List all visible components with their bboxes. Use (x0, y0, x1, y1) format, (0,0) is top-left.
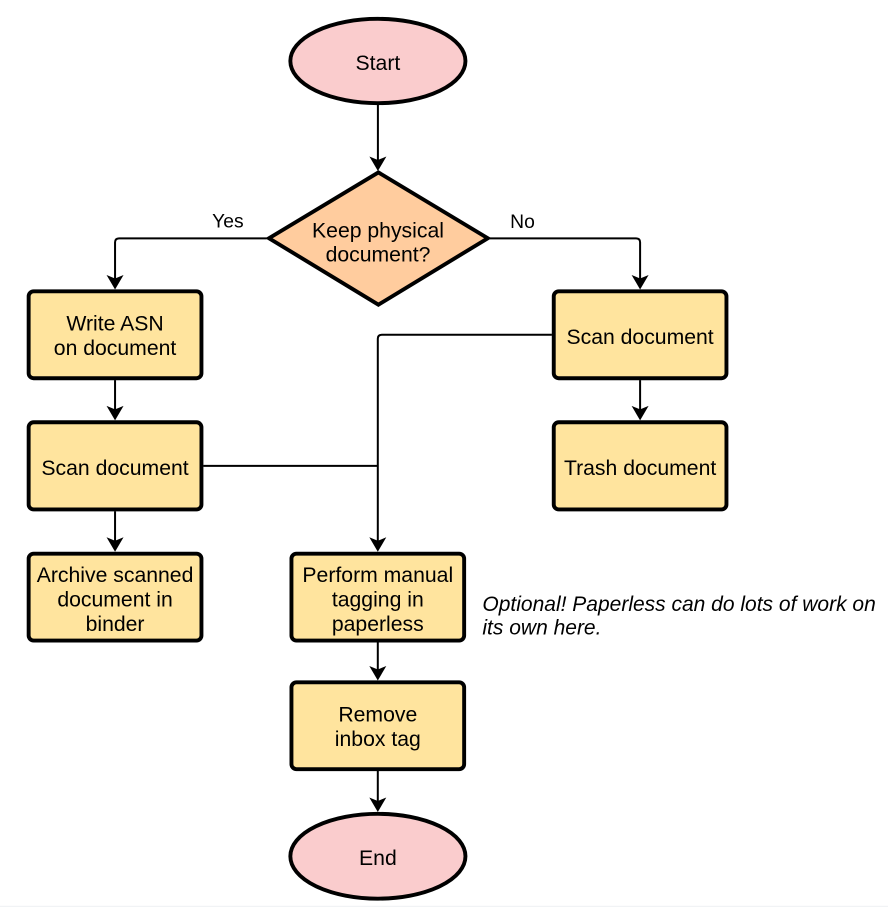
svg-text:Scan document: Scan document (566, 326, 713, 349)
svg-text:on document: on document (54, 337, 177, 360)
svg-text:tagging in: tagging in (332, 588, 424, 611)
svg-text:End: End (359, 847, 397, 870)
svg-text:Write ASN: Write ASN (66, 313, 163, 336)
svg-text:its own here.: its own here. (482, 617, 601, 640)
svg-text:Start: Start (356, 52, 401, 75)
svg-text:No: No (510, 212, 535, 233)
svg-text:Scan document: Scan document (41, 457, 188, 480)
svg-text:Keep physical: Keep physical (312, 219, 444, 242)
svg-text:document in: document in (57, 588, 172, 611)
svg-text:document?: document? (326, 244, 431, 267)
svg-text:inbox tag: inbox tag (335, 728, 421, 751)
svg-text:Archive scanned: Archive scanned (37, 564, 194, 587)
svg-text:paperless: paperless (332, 613, 424, 636)
svg-text:Trash document: Trash document (564, 457, 716, 480)
svg-text:binder: binder (86, 613, 145, 636)
svg-text:Yes: Yes (212, 212, 243, 233)
svg-text:Remove: Remove (338, 704, 417, 727)
svg-text:Perform manual: Perform manual (302, 564, 453, 587)
svg-text:Optional! Paperless can do lot: Optional! Paperless can do lots of work … (482, 593, 875, 616)
